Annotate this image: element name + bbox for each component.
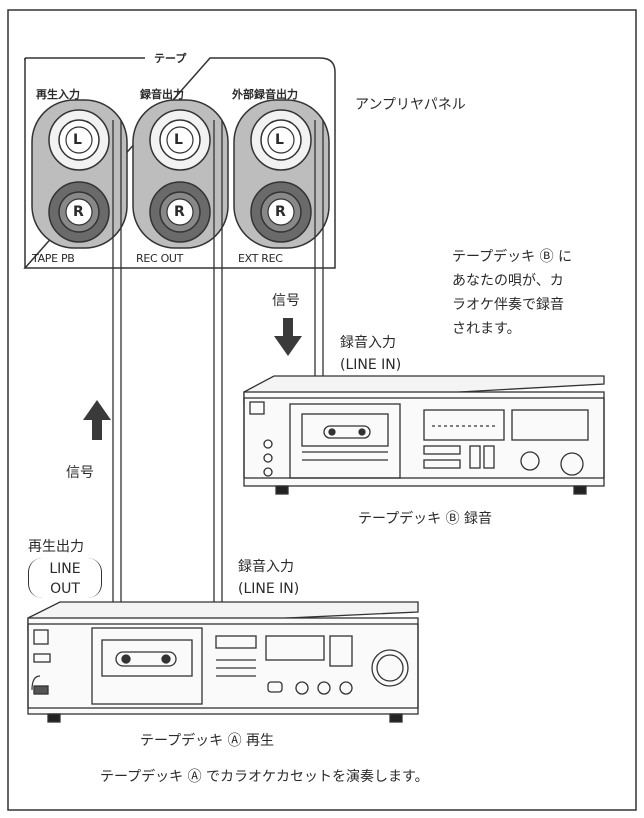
jack-letter-r: R: [174, 204, 185, 220]
deck-a-caption: テープデッキ Ⓐ 再生: [140, 733, 275, 749]
deck-b-input-label: 録音入力: [340, 335, 396, 351]
amp-panel-label: アンプリヤパネル: [355, 97, 466, 113]
outer-frame: [7, 9, 637, 811]
line-out-bracket: [28, 558, 102, 598]
deck-b-illustration: [243, 375, 605, 495]
deck-a-input-sub: (LINE IN): [238, 581, 300, 597]
signal-label-deck-a: 信号: [66, 465, 94, 481]
note-line: テープデッキ Ⓑ に: [452, 249, 573, 265]
jack-panel-label-ext-rec: EXT REC: [238, 252, 283, 265]
deck-a-output-sub-2: OUT: [50, 581, 80, 597]
jack-title-tape-pb: 再生入力: [36, 88, 80, 101]
note-line: あなたの唄が、カ: [452, 273, 564, 289]
tape-group-label: テープ: [152, 50, 189, 68]
jack-letter-l: L: [73, 132, 82, 148]
deck-b-input-sub: (LINE IN): [340, 357, 402, 373]
jack-panel-label-tape-pb: TAPE PB: [32, 252, 75, 265]
deck-a-illustration: [27, 601, 419, 723]
jack-letter-r: R: [275, 204, 286, 220]
deck-a-input-label: 録音入力: [238, 559, 294, 575]
signal-label-deck-b: 信号: [272, 293, 300, 309]
deck-a-output-sub-1: LINE: [49, 561, 81, 577]
signal-arrow-up: [83, 400, 111, 440]
jack-letter-r: R: [73, 204, 84, 220]
note-line: ラオケ伴奏で録音: [452, 297, 564, 313]
signal-arrow-down: [274, 318, 302, 356]
jack-panel-label-rec-out: REC OUT: [136, 252, 184, 265]
cables: [112, 120, 324, 602]
note-line: されます。: [452, 321, 521, 337]
jack-letter-l: L: [275, 132, 284, 148]
jack-title-ext-rec: 外部録音出力: [232, 88, 298, 101]
jack-letter-l: L: [174, 132, 183, 148]
deck-b-caption: テープデッキ Ⓑ 録音: [358, 511, 493, 527]
deck-a-output-label: 再生出力: [28, 539, 84, 555]
footer-note: テープデッキ Ⓐ でカラオケカセットを演奏します。: [100, 769, 429, 785]
jack-title-rec-out: 録音出力: [140, 88, 184, 101]
